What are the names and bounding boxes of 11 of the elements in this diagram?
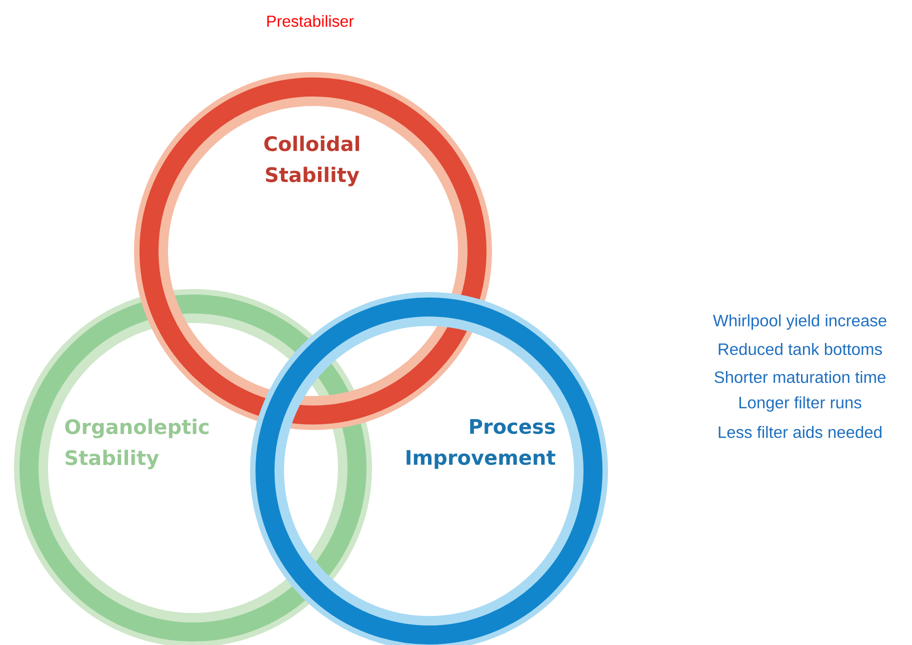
circle-label: Organoleptic Stability: [65, 418, 209, 470]
ring-drawing: [14, 289, 372, 645]
circle-label: Process Improvement: [406, 419, 556, 469]
ring-drawing: [250, 292, 608, 645]
heading: Prestabiliser: [267, 15, 354, 27]
benefit-text: Longer filter runs: [739, 396, 862, 412]
benefit-text: Reduced tank bottoms: [718, 342, 882, 356]
benefit-text: Shorter maturation time: [714, 370, 886, 384]
circle-label: Colloidal Stability: [264, 136, 360, 186]
benefit-text: Less filter aids needed: [718, 426, 882, 438]
benefit-text: Whirlpool yield increase: [712, 314, 886, 330]
